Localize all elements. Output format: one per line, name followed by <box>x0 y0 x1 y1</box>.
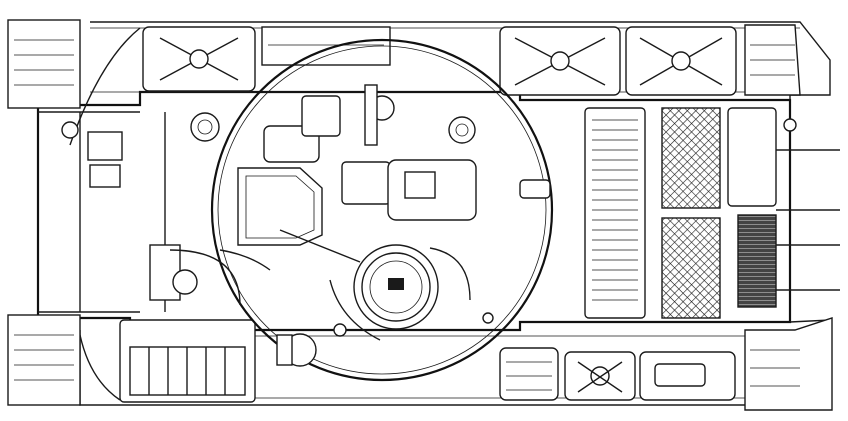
front-left-flap <box>7 19 81 109</box>
lower-stowage-box-4 <box>639 351 736 401</box>
front-right-flap <box>7 314 81 406</box>
lower-stowage-box-3 <box>564 351 636 401</box>
rear-right-flap <box>744 317 833 411</box>
rear-left-flap <box>744 24 801 96</box>
driver-hatch <box>387 159 477 221</box>
lower-stowage-box-1 <box>119 319 256 403</box>
radiator-grille-upper <box>661 107 721 209</box>
engine-louvres <box>592 119 638 301</box>
upper-stowage-box-2 <box>261 26 391 66</box>
upper-stowage-box-4 <box>625 26 737 96</box>
radiator-grille-lower <box>661 217 721 319</box>
gunner-sight <box>341 161 391 205</box>
turret <box>210 38 554 382</box>
driver-compartment <box>61 112 317 367</box>
turret-vent <box>448 116 476 144</box>
lower-stowage-box-2 <box>499 347 559 401</box>
exhaust-grille <box>737 214 777 308</box>
upper-stowage-box-1 <box>142 26 256 92</box>
loader-hatch <box>237 167 323 246</box>
engine-deck <box>584 107 840 319</box>
upper-stowage-box-3 <box>499 26 621 96</box>
